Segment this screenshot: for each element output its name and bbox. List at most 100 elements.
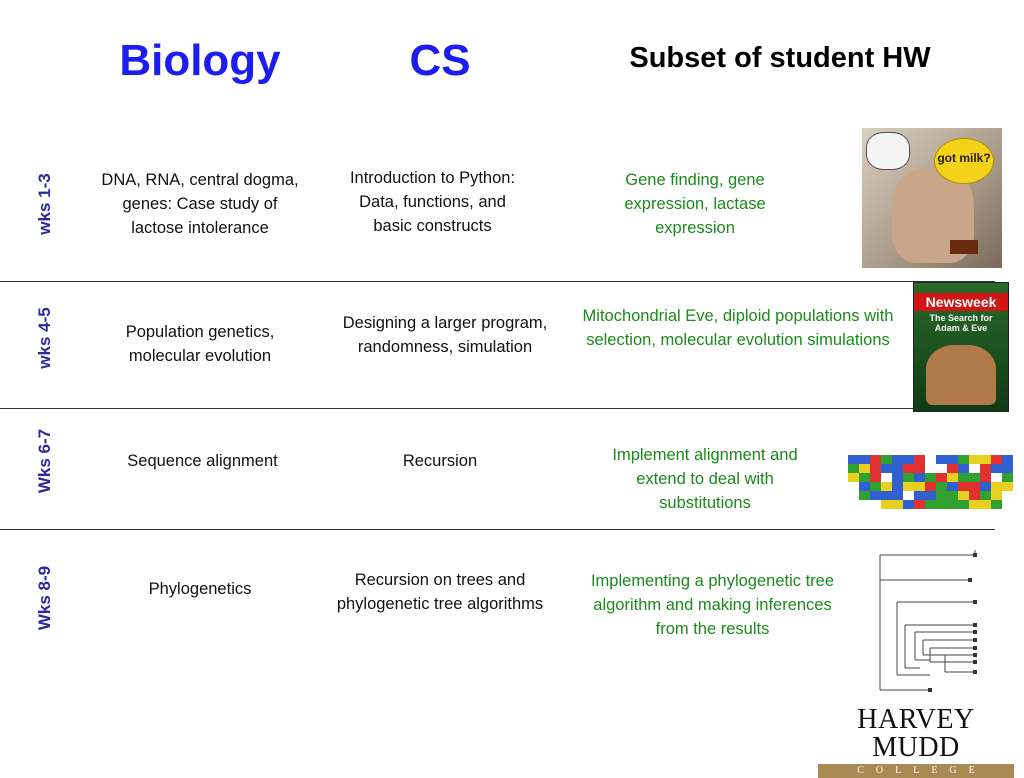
phylogenetic-tree-graphic [879, 550, 977, 692]
alignment-cell [958, 455, 969, 464]
alignment-cell [903, 455, 914, 464]
alignment-cell [881, 482, 892, 491]
alignment-cell [1002, 482, 1013, 491]
alignment-cell [1002, 500, 1013, 509]
alignment-cell [881, 491, 892, 500]
alignment-cell [991, 482, 1002, 491]
alignment-cell [892, 455, 903, 464]
homework-row-2: Mitochondrial Eve, diploid populations w… [582, 307, 894, 349]
alignment-cell [870, 473, 881, 482]
alignment-cell [925, 473, 936, 482]
alignment-row [848, 478, 1013, 491]
got-milk-photo: got milk? [862, 128, 1002, 268]
logo-name: HARVEY MUDD [857, 704, 975, 763]
alignment-cell [991, 464, 1002, 473]
homework-row-1: Gene finding, gene expression, lactase e… [624, 171, 766, 237]
alignment-cell [980, 473, 991, 482]
biology-topic-row-2: Population genetics, molecular evolution [125, 323, 275, 365]
alignment-cell [848, 482, 859, 491]
alignment-cell [925, 500, 936, 509]
alignment-cell [892, 464, 903, 473]
alignment-cell [991, 473, 1002, 482]
alignment-cell [925, 464, 936, 473]
alignment-cell [947, 473, 958, 482]
alignment-cell [925, 455, 936, 464]
homework-column-header: Subset of student HW [629, 42, 931, 74]
cs-topic-row-3: Recursion [402, 452, 478, 470]
alignment-cell [870, 455, 881, 464]
alignment-cell [958, 482, 969, 491]
alignment-cell [848, 455, 859, 464]
biology-topic-row-3: Sequence alignment [127, 452, 278, 470]
alignment-cell [936, 473, 947, 482]
alignment-cell [914, 482, 925, 491]
alignment-cell [914, 464, 925, 473]
alignment-row [848, 460, 1013, 473]
toy-cow-icon [866, 132, 910, 170]
alignment-cell [947, 482, 958, 491]
alignment-cell [881, 455, 892, 464]
alignment-cell [903, 464, 914, 473]
alignment-row [848, 487, 1013, 500]
alignment-cell [859, 473, 870, 482]
alignment-cell [914, 455, 925, 464]
alignment-cell [936, 491, 947, 500]
alignment-cell [925, 482, 936, 491]
alignment-cell [947, 491, 958, 500]
alignment-cell [892, 491, 903, 500]
cs-topic-row-1: Introduction to Python: Data, functions,… [349, 169, 516, 235]
alignment-cell [991, 455, 1002, 464]
alignment-cell [859, 464, 870, 473]
alignment-cell [903, 473, 914, 482]
alignment-cell [980, 491, 991, 500]
homework-row-4: Implementing a phylogenetic tree algorit… [590, 572, 835, 638]
alignment-cell [936, 464, 947, 473]
alignment-cell [1002, 455, 1013, 464]
alignment-row [848, 469, 1013, 482]
alignment-cell [914, 500, 925, 509]
bow-tie-icon [950, 240, 978, 254]
alignment-cell [958, 500, 969, 509]
alignment-cell [903, 500, 914, 509]
cs-topic-row-4: Recursion on trees and phylogenetic tree… [336, 571, 544, 613]
alignment-cell [881, 500, 892, 509]
row-divider [0, 281, 995, 282]
alignment-row [848, 451, 1013, 464]
alignment-cell [958, 473, 969, 482]
alignment-cell [925, 491, 936, 500]
alignment-cell [892, 482, 903, 491]
sequence-alignment-graphic [812, 443, 1022, 515]
alignment-cell [892, 473, 903, 482]
alignment-cell [903, 482, 914, 491]
cs-topic-row-2: Designing a larger program, randomness, … [342, 314, 548, 356]
alignment-cell [870, 482, 881, 491]
row-divider [0, 408, 995, 409]
speech-bubble: got milk? [934, 138, 994, 184]
alignment-cell [859, 482, 870, 491]
alignment-cell [936, 455, 947, 464]
alignment-row [848, 496, 1013, 509]
alignment-cell [914, 491, 925, 500]
alignment-cell [1002, 473, 1013, 482]
alignment-cell [969, 473, 980, 482]
biology-topic-row-1: DNA, RNA, central dogma, genes: Case stu… [101, 171, 299, 237]
alignment-cell [848, 491, 859, 500]
alignment-cell [936, 482, 947, 491]
alignment-cell [969, 464, 980, 473]
alignment-cell [991, 500, 1002, 509]
newsweek-cover: Newsweek The Search for Adam & Eve [913, 282, 1009, 412]
alignment-cell [1002, 491, 1013, 500]
alignment-cell [881, 464, 892, 473]
homework-row-3: Implement alignment and extend to deal w… [612, 446, 798, 512]
alignment-cell [848, 473, 859, 482]
logo-subtitle: COLLEGE [818, 764, 1014, 778]
alignment-cell [870, 491, 881, 500]
row-divider [0, 529, 995, 530]
alignment-cell [870, 464, 881, 473]
newsweek-masthead: Newsweek [914, 293, 1008, 311]
alignment-cell [947, 464, 958, 473]
alignment-cell [947, 500, 958, 509]
harvey-mudd-logo: HARVEY MUDD COLLEGE [818, 706, 1014, 778]
alignment-cell [958, 491, 969, 500]
alignment-cell [980, 464, 991, 473]
